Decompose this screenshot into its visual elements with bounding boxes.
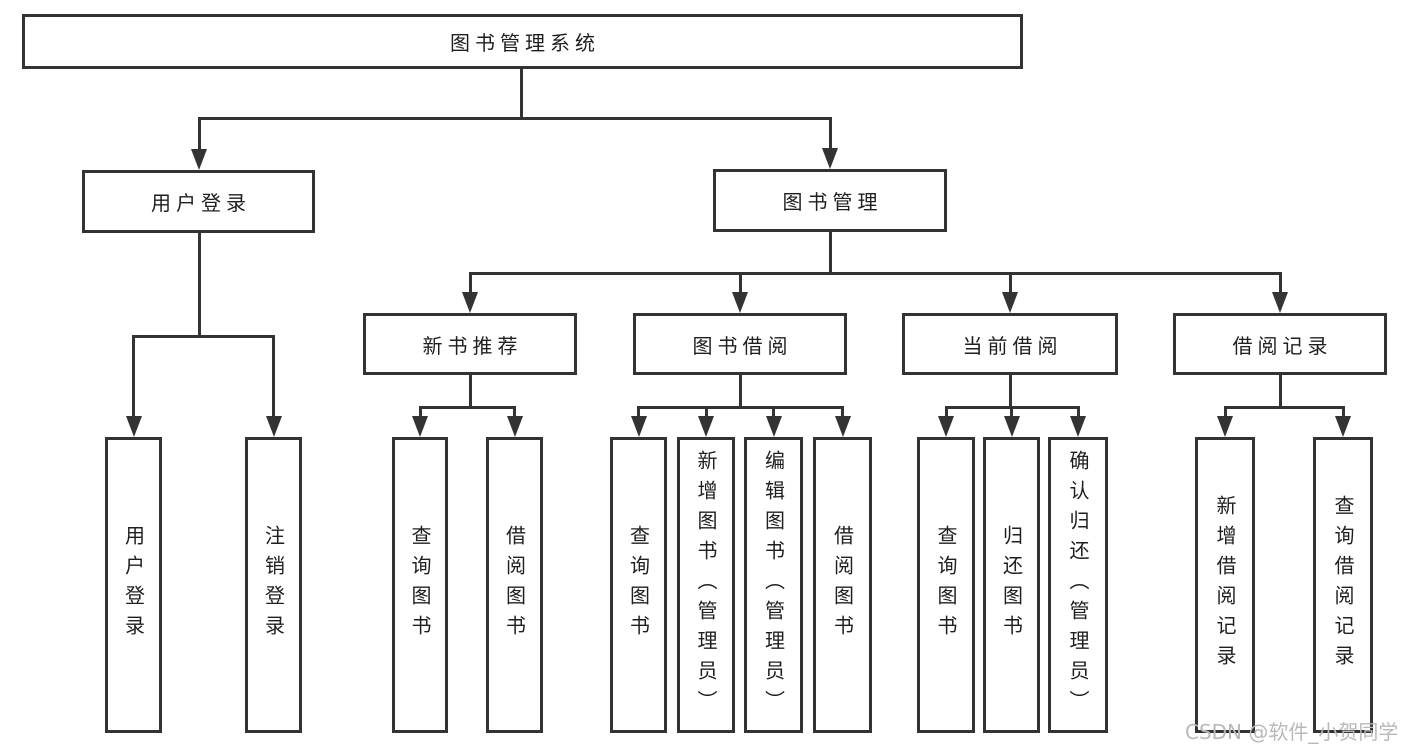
node-book-management-branch: 图书管理 bbox=[713, 169, 947, 232]
leaf-label: 新增借阅记录 bbox=[1213, 495, 1237, 675]
leaf-return-books: 归还图书 bbox=[983, 437, 1040, 733]
connector-line bbox=[1341, 406, 1345, 419]
connector-line bbox=[738, 272, 742, 295]
node-current-borrow: 当前借阅 bbox=[902, 313, 1118, 375]
leaf-label: 借阅图书 bbox=[502, 525, 527, 645]
connector-line bbox=[197, 233, 201, 337]
leaf-borrow-books: 借阅图书 bbox=[813, 437, 872, 733]
connector-line bbox=[1223, 406, 1345, 409]
leaf-query-books-borrow: 查询图书 bbox=[610, 437, 667, 733]
connector-line bbox=[132, 335, 135, 419]
connector-line bbox=[772, 406, 775, 419]
leaf-label: 借阅图书 bbox=[830, 525, 855, 645]
connector-line bbox=[637, 406, 844, 409]
leaf-label: 查询图书 bbox=[408, 525, 432, 645]
leaf-label: 查询图书 bbox=[626, 525, 651, 645]
connector-line bbox=[272, 335, 275, 419]
leaf-label: 注销登录 bbox=[261, 525, 286, 645]
arrow-down-icon bbox=[732, 292, 748, 313]
connector-line bbox=[1278, 375, 1282, 408]
leaf-label: 编辑图书（管理员） bbox=[761, 450, 786, 720]
node-label: 当前借阅 bbox=[962, 333, 1063, 358]
connector-line bbox=[132, 335, 275, 338]
leaf-add-books-admin: 新增图书（管理员） bbox=[677, 437, 735, 733]
leaf-logout: 注销登录 bbox=[245, 437, 302, 733]
arrow-down-icon bbox=[1002, 292, 1018, 313]
leaf-label: 新增图书（管理员） bbox=[694, 450, 718, 720]
watermark: CSDN @软件_小贺同学 bbox=[1185, 720, 1399, 744]
leaf-label: 查询借阅记录 bbox=[1331, 495, 1355, 675]
leaf-label: 确认归还（管理员） bbox=[1066, 450, 1090, 720]
connector-line bbox=[841, 406, 844, 419]
node-label: 图书管理系统 bbox=[450, 31, 600, 55]
connector-line bbox=[1278, 272, 1282, 295]
leaf-user-login: 用户登录 bbox=[105, 437, 162, 733]
connector-line bbox=[513, 406, 516, 419]
connector-line bbox=[738, 375, 742, 408]
arrow-down-icon bbox=[834, 416, 851, 437]
arrow-down-icon bbox=[1217, 416, 1233, 437]
connector-line bbox=[1008, 272, 1012, 295]
arrow-down-icon bbox=[462, 292, 478, 313]
arrow-down-icon bbox=[265, 416, 282, 437]
node-label: 图书管理 bbox=[782, 190, 883, 214]
connector-line bbox=[468, 375, 472, 408]
connector-line bbox=[418, 406, 516, 409]
leaf-edit-books-admin: 编辑图书（管理员） bbox=[744, 437, 803, 733]
arrow-down-icon bbox=[698, 416, 714, 437]
arrow-down-icon bbox=[125, 416, 142, 437]
leaf-label: 查询图书 bbox=[934, 525, 958, 645]
node-borrow-records: 借阅记录 bbox=[1173, 313, 1387, 375]
node-label: 新书推荐 bbox=[422, 333, 523, 358]
arrow-down-icon bbox=[630, 416, 647, 437]
connector-line bbox=[944, 406, 948, 419]
connector-line bbox=[704, 406, 708, 419]
arrow-down-icon bbox=[412, 416, 428, 437]
arrow-down-icon bbox=[1003, 416, 1020, 437]
arrow-down-icon bbox=[506, 416, 523, 437]
leaf-query-borrow-record: 查询借阅记录 bbox=[1313, 437, 1373, 733]
node-book-borrow: 图书借阅 bbox=[633, 313, 847, 375]
connector-line bbox=[1076, 406, 1080, 419]
leaf-query-books-recommend: 查询图书 bbox=[392, 437, 448, 733]
node-new-book-recommend: 新书推荐 bbox=[363, 313, 577, 375]
leaf-label: 用户登录 bbox=[121, 525, 146, 645]
connector-line bbox=[1008, 375, 1012, 408]
connector-line bbox=[468, 272, 1282, 275]
connector-line bbox=[828, 232, 832, 274]
connector-line bbox=[197, 117, 201, 153]
connector-line bbox=[637, 406, 640, 419]
arrow-down-icon bbox=[1335, 416, 1351, 437]
node-label: 借阅记录 bbox=[1232, 333, 1333, 358]
leaf-label: 归还图书 bbox=[999, 525, 1024, 645]
leaf-add-borrow-record: 新增借阅记录 bbox=[1195, 437, 1255, 733]
connector-line bbox=[1010, 406, 1013, 419]
leaf-confirm-return-admin: 确认归还（管理员） bbox=[1048, 437, 1108, 733]
arrow-down-icon bbox=[191, 149, 207, 170]
node-label: 用户登录 bbox=[151, 191, 251, 215]
arrow-down-icon bbox=[822, 148, 838, 169]
node-user-login-branch: 用户登录 bbox=[82, 170, 315, 233]
arrow-down-icon bbox=[1070, 416, 1086, 437]
arrow-down-icon bbox=[938, 416, 954, 437]
connector-line bbox=[468, 272, 472, 295]
arrow-down-icon bbox=[765, 416, 782, 437]
connector-line bbox=[418, 406, 422, 419]
arrow-down-icon bbox=[1272, 292, 1288, 313]
connector-line bbox=[828, 117, 832, 153]
connector-line bbox=[519, 67, 523, 118]
leaf-query-books-current: 查询图书 bbox=[917, 437, 975, 733]
node-label: 图书借阅 bbox=[692, 333, 793, 358]
connector-line bbox=[197, 117, 832, 120]
leaf-borrow-books-recommend: 借阅图书 bbox=[486, 437, 543, 733]
connector-line bbox=[1223, 406, 1227, 419]
node-root-library-system: 图书管理系统 bbox=[22, 14, 1023, 69]
